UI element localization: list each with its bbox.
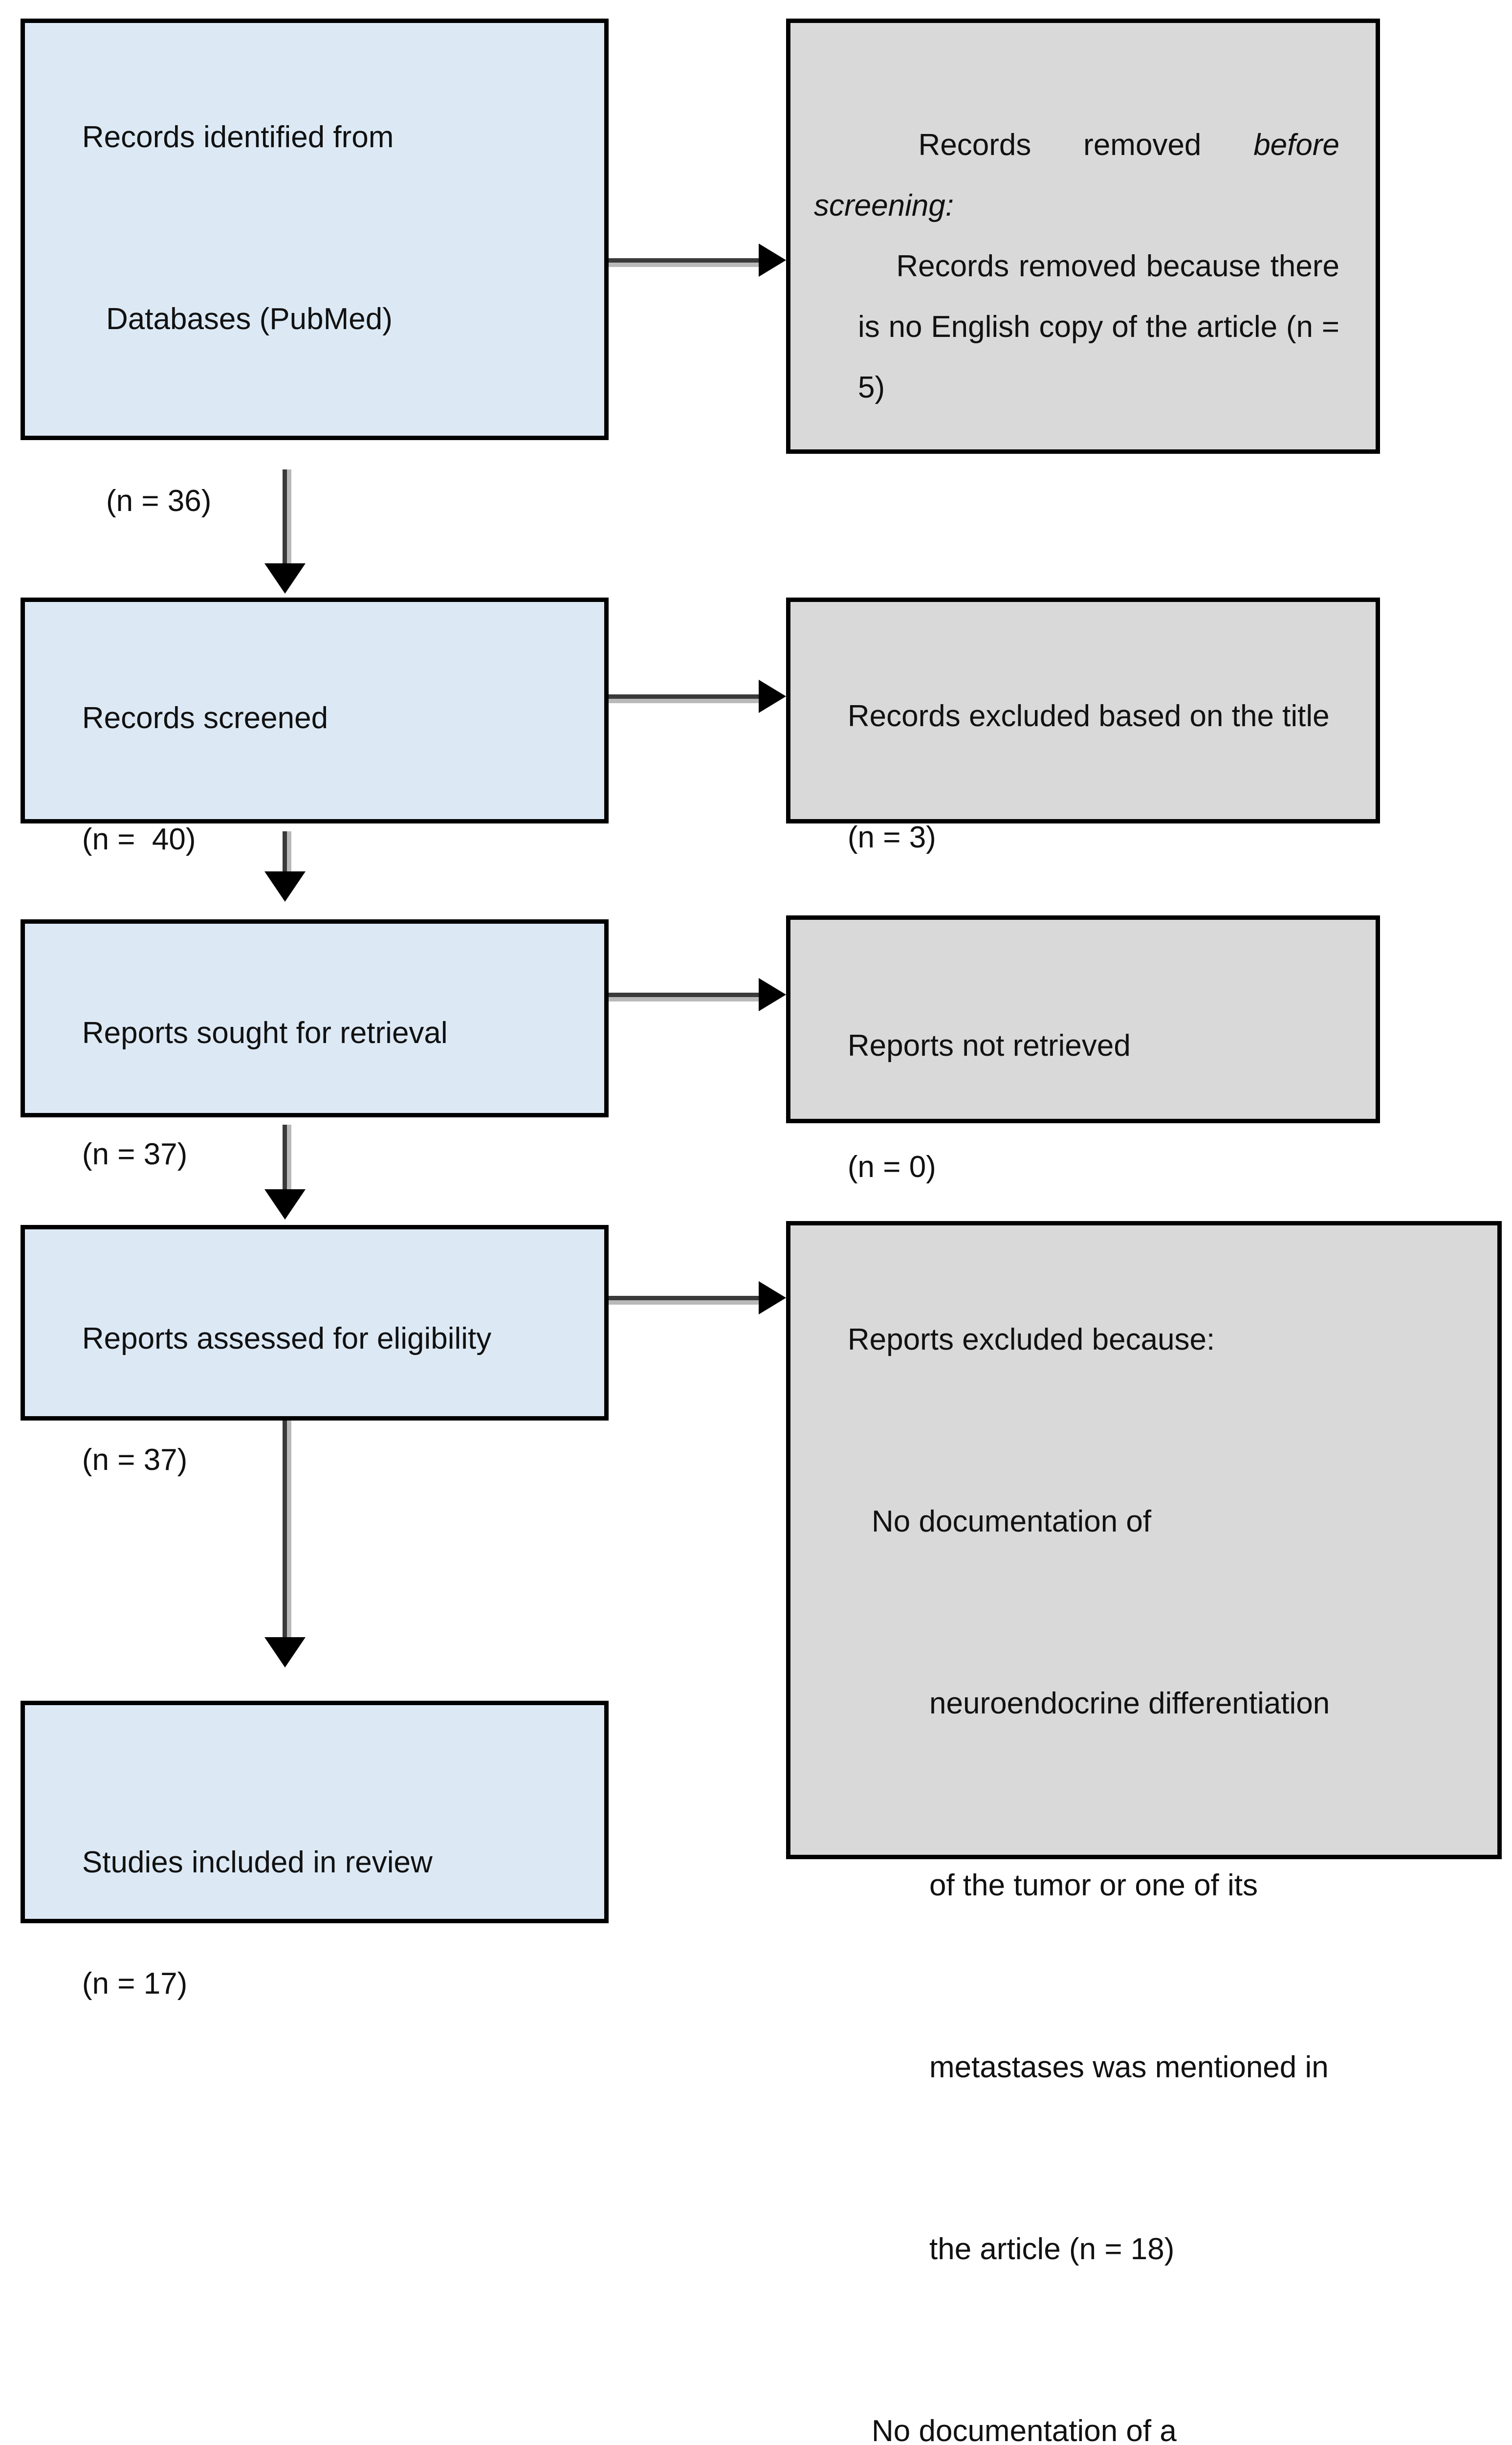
- excluded-title-line-1: Records excluded based on the title: [847, 699, 1330, 733]
- arrowhead-assessed-to-included: [264, 1637, 306, 1667]
- assessed-line-2: (n = 37): [82, 1443, 188, 1477]
- connector-assessed-to-reports-excluded: [609, 1296, 760, 1300]
- connector-sought-to-not-retrieved: [609, 993, 760, 997]
- reports-sought-box: Reports sought for retrieval (n = 37): [21, 919, 609, 1171]
- excluded-title-line-2: (n = 3): [847, 821, 936, 854]
- connector-identified-to-screened: [283, 469, 287, 567]
- reports-excluded-heading: Reports excluded because:: [847, 1323, 1215, 1356]
- identified-line-1: Records identified from: [82, 120, 394, 154]
- screened-line-1: Records screened: [82, 701, 329, 735]
- removed-before-screening-body: Records removed because there is no Engl…: [814, 176, 1339, 479]
- removed-before-screening-heading: Records removed before screening:: [814, 54, 1339, 297]
- reports-not-retrieved-box: Reports not retrieved (n = 0): [786, 915, 1380, 1184]
- identified-line-2: Databases (PubMed): [106, 302, 393, 336]
- removed-heading-italic: before screening: [814, 128, 1348, 222]
- removed-heading-plain: Records removed: [918, 128, 1254, 162]
- connector-sought-to-assessed: [283, 1125, 287, 1193]
- reports-excluded-box: Reports excluded because: No documentati…: [786, 1221, 1502, 2445]
- arrowhead-sought-to-not-retrieved: [759, 978, 786, 1011]
- connector-screened-to-sought: [283, 831, 287, 875]
- connector-identified-to-removed: [609, 258, 760, 263]
- arrowhead-identified-to-screened: [264, 563, 306, 594]
- connector-screened-to-excluded: [609, 694, 760, 699]
- identified-line-3: (n = 36): [106, 484, 212, 518]
- reports-assessed-box: Reports assessed for eligibility (n = 37…: [21, 1225, 609, 1477]
- records-screened-box: Records screened (n = 40): [21, 598, 609, 856]
- records-identified-box: Records identified from Databases (PubMe…: [21, 19, 609, 821]
- arrowhead-identified-to-removed: [759, 244, 786, 277]
- sought-line-1: Reports sought for retrieval: [82, 1016, 448, 1050]
- arrowhead-assessed-to-reports-excluded: [759, 1281, 786, 1314]
- excluded-reason1-line-4: metastases was mentioned in: [929, 2050, 1329, 2084]
- excluded-reason1-line-2: neuroendocrine differentiation: [929, 1687, 1330, 1720]
- removed-body-text: Records removed because there is no Engl…: [858, 249, 1348, 404]
- screened-line-2: (n = 40): [82, 822, 196, 856]
- records-removed-before-screening-box: Records removed before screening: Record…: [786, 19, 1380, 454]
- not-retrieved-line-1: Reports not retrieved: [847, 1029, 1131, 1063]
- studies-included-box: Studies included in review (n = 17): [21, 1701, 609, 2000]
- included-line-1: Studies included in review: [82, 1845, 433, 1879]
- records-excluded-title-text: Records excluded based on the title: [814, 625, 1339, 807]
- removed-heading-colon: :: [945, 189, 954, 222]
- not-retrieved-line-2: (n = 0): [847, 1150, 936, 1184]
- assessed-line-1: Reports assessed for eligibility: [82, 1322, 492, 1356]
- reports-not-retrieved-text: Reports not retrieved (n = 0): [814, 955, 1339, 1258]
- excluded-reason1-line-3: of the tumor or one of its: [929, 1868, 1258, 1902]
- excluded-reason1-line-5: the article (n = 18): [929, 2232, 1175, 2266]
- reports-sought-text: Reports sought for retrieval (n = 37): [48, 942, 581, 1245]
- sought-line-2: (n = 37): [82, 1137, 188, 1171]
- records-screened-text: Records screened (n = 40): [48, 627, 581, 931]
- records-excluded-title-box: Records excluded based on the title (n =…: [786, 598, 1380, 854]
- studies-included-text: Studies included in review (n = 17): [48, 1772, 581, 2075]
- arrowhead-sought-to-assessed: [264, 1189, 306, 1220]
- excluded-reason1-line-1: No documentation of: [872, 1505, 1152, 1538]
- records-excluded-title-count: (n = 3): [814, 747, 1339, 929]
- excluded-reason2-line-1: No documentation of a: [872, 2414, 1177, 2445]
- arrowhead-screened-to-sought: [264, 871, 306, 902]
- connector-assessed-to-included: [283, 1421, 287, 1641]
- included-line-2: (n = 17): [82, 1967, 188, 2000]
- reports-assessed-text: Reports assessed for eligibility (n = 37…: [48, 1248, 581, 1551]
- reports-excluded-text: Reports excluded because: No documentati…: [814, 1249, 1469, 2445]
- arrowhead-screened-to-excluded: [759, 680, 786, 713]
